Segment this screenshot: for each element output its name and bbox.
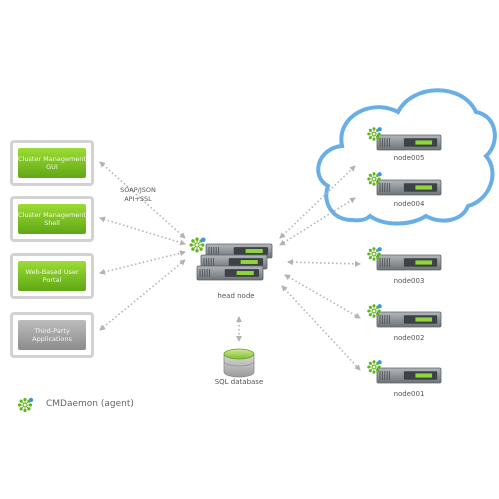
cmdaemon-icon bbox=[367, 127, 382, 141]
cloud-shape bbox=[316, 88, 497, 226]
server-unit bbox=[376, 311, 442, 328]
connection-arrow bbox=[281, 285, 361, 371]
connection-arrow bbox=[279, 197, 356, 246]
cmdaemon-icon bbox=[367, 360, 382, 374]
server-unit bbox=[376, 134, 442, 151]
server-unit bbox=[376, 254, 442, 271]
node-label: node004 bbox=[393, 200, 425, 208]
compute-node bbox=[367, 247, 442, 271]
compute-node bbox=[367, 172, 442, 196]
connection-arrow bbox=[284, 274, 361, 319]
client-box-web-based-user-portal[interactable]: Web-Based User Portal bbox=[10, 253, 94, 299]
head-node-server bbox=[189, 237, 273, 281]
compute-nodes bbox=[367, 127, 442, 384]
protocol-label: SOAP/JSON API+SSL bbox=[120, 186, 156, 203]
server-unit bbox=[205, 243, 273, 259]
connection-arrow bbox=[99, 161, 186, 239]
connection-arrow bbox=[99, 216, 186, 246]
client-label-cluster-management-gui: Cluster Management GUI bbox=[18, 148, 86, 178]
cmdaemon-icon bbox=[367, 172, 382, 186]
client-label-third-party-applications: Third-Party Applications bbox=[18, 320, 86, 350]
cmdaemon-icon bbox=[189, 237, 206, 253]
head-node-label: head node bbox=[217, 292, 255, 300]
compute-node bbox=[367, 360, 442, 384]
compute-node bbox=[367, 304, 442, 328]
legend-label: CMDaemon (agent) bbox=[46, 399, 134, 409]
node-label: node002 bbox=[393, 334, 425, 342]
server-unit bbox=[196, 265, 264, 281]
client-label-web-based-user-portal: Web-Based User Portal bbox=[18, 261, 86, 291]
node-label: node001 bbox=[393, 390, 425, 398]
cmdaemon-icon bbox=[367, 247, 382, 261]
server-unit bbox=[376, 179, 442, 196]
compute-node bbox=[367, 127, 442, 151]
cmdaemon-agent-icon bbox=[17, 397, 34, 413]
node-label: node005 bbox=[393, 154, 425, 162]
sql-database-icon bbox=[223, 348, 255, 378]
cmdaemon-icon bbox=[367, 304, 382, 318]
server-unit bbox=[376, 367, 442, 384]
server-unit bbox=[200, 254, 268, 270]
connection-arrow bbox=[99, 250, 186, 275]
client-box-third-party-applications[interactable]: Third-Party Applications bbox=[10, 312, 94, 358]
client-box-cluster-management-shell[interactable]: Cluster Management Shell bbox=[10, 196, 94, 242]
connection-arrows bbox=[99, 161, 361, 371]
client-label-cluster-management-shell: Cluster Management Shell bbox=[18, 204, 86, 234]
sql-database-label: SQL database bbox=[214, 378, 264, 386]
node-label: node003 bbox=[393, 277, 425, 285]
connection-arrow bbox=[287, 259, 361, 267]
cmdaemon-icon bbox=[17, 397, 34, 413]
client-box-cluster-management-gui[interactable]: Cluster Management GUI bbox=[10, 140, 94, 186]
